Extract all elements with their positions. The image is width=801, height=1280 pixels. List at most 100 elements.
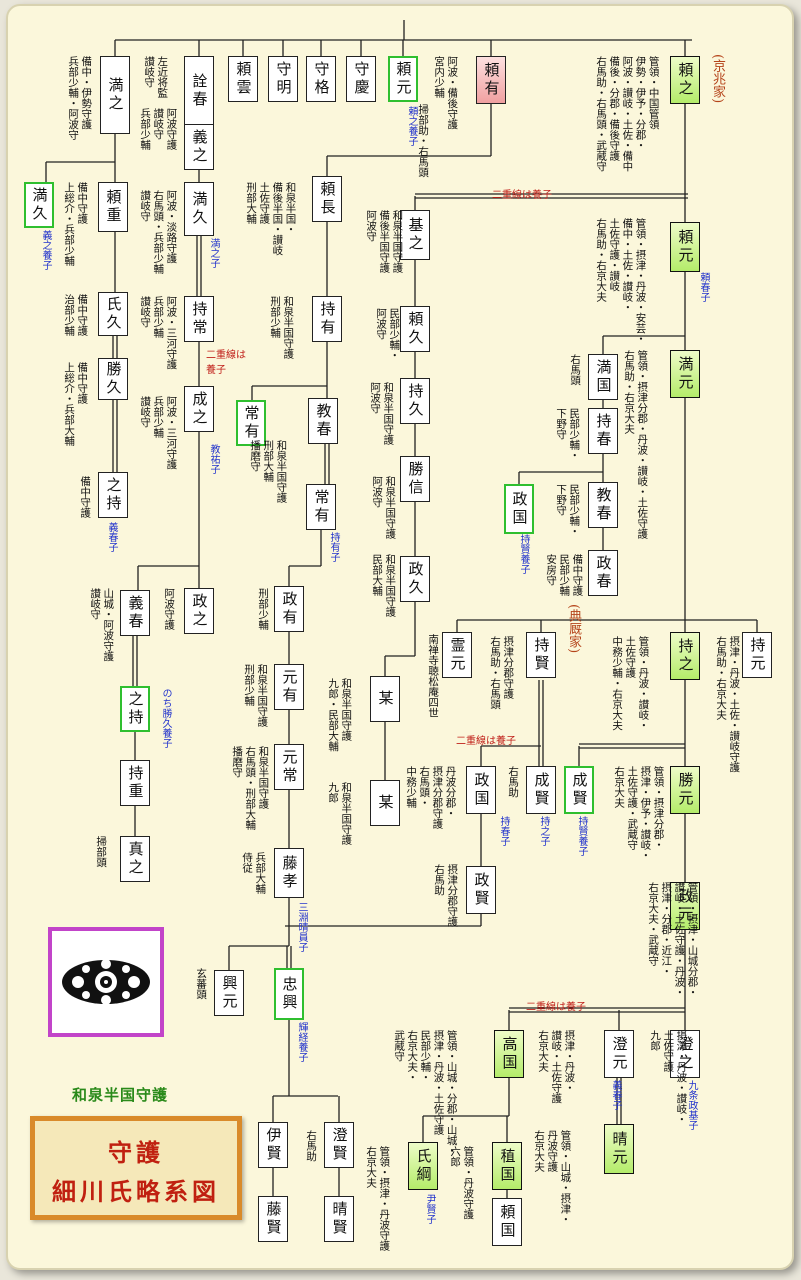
adoption-note: 持賢養子 (576, 816, 587, 856)
office-note: 阿波守護 讃岐守 兵部少輔 (139, 108, 178, 150)
office-note: 阿波・淡路守護 右馬頭・兵部少輔 讃岐守 (139, 190, 178, 274)
person-box: 持重 (120, 760, 150, 806)
person-box: 政国 (504, 484, 534, 534)
person-box: 基之 (400, 210, 430, 260)
office-note: 備中守護 上総介・兵部大輔 (63, 362, 89, 446)
office-note: 左近将監 讃岐守 (143, 56, 169, 98)
person-box: 頼元 (388, 56, 418, 102)
person-box: 頼有 (476, 56, 506, 104)
office-note: 管領・山城・分郡・山城・ 摂津・丹波・土佐守護 民部少輔・ 右京大夫・ 武蔵守 (393, 1030, 458, 1156)
person-box: 勝元 (670, 766, 700, 814)
person-box: 持之 (670, 632, 700, 680)
office-note: 和泉半国守護 九郎 (327, 782, 353, 845)
office-note: 玄蕃頭 (195, 968, 208, 1000)
person-box: 氏久 (98, 292, 128, 336)
person-box: 政賢 (466, 866, 496, 914)
person-box: 政春 (588, 550, 618, 596)
person-box: 持有 (312, 296, 342, 342)
office-note: 山城・阿波守護 讃岐守 (89, 588, 115, 662)
office-note: 摂津・丹波・土佐・讃岐守護 右馬助・右京大夫 (715, 636, 741, 773)
person-box: 忠興 (274, 968, 304, 1020)
house-label-tenkyu: (典厩家) (566, 604, 581, 654)
adoption-note: 持賢養子 (518, 534, 529, 574)
person-box: 勝信 (400, 456, 430, 502)
adoption-note: 義春子 (106, 522, 117, 552)
person-box: 晴賢 (324, 1196, 354, 1242)
person-box: 満久 (24, 182, 54, 228)
office-note: 和泉半国守護 民部大輔 (371, 554, 397, 617)
subtitle: 和泉半国守護 (72, 1086, 169, 1104)
office-note: 管領・丹波守護 六郎 (449, 1146, 475, 1220)
adoption-note: 九条政基子 (686, 1080, 697, 1130)
double-line-note: 二重線は養子 (526, 1002, 586, 1013)
office-note: 掃部助・右馬頭 (417, 104, 430, 178)
office-note: 管領・摂津・丹波守護 右京大夫 (365, 1146, 391, 1251)
adoption-note: 尹賢子 (424, 1194, 435, 1224)
person-box: 満元 (670, 350, 700, 398)
person-box: 成賢 (564, 766, 594, 814)
office-note: 民部少輔・ 下野守 (555, 408, 581, 461)
crest-emblem (48, 927, 164, 1037)
adoption-note: 頼之養子 (406, 106, 417, 146)
person-box: 常有 (236, 400, 266, 446)
person-box: 藤賢 (258, 1196, 288, 1242)
person-box: 政有 (274, 586, 304, 632)
person-box: 持元 (742, 632, 772, 678)
office-note: 阿波・三河守護 兵部少輔 讃岐守 (139, 296, 178, 370)
adoption-note: 持之子 (538, 816, 549, 846)
person-box: 義春 (120, 590, 150, 636)
office-note: 管領・中国管領 伊勢・伊予・分郡・ 阿波・讃岐・土佐・備中 備後・分郡・備後守護… (595, 56, 660, 172)
office-note: 兵部大輔 侍従 (241, 852, 267, 894)
person-box: 守格 (306, 56, 336, 102)
office-note: 摂津分郡守護 右馬助・右馬頭 (489, 636, 515, 710)
title-line-1: 守護 (108, 1138, 164, 1167)
person-box: 教春 (588, 482, 618, 528)
office-note: 右馬助 (507, 766, 520, 798)
person-box: 満久 (184, 182, 214, 236)
person-box: 興元 (214, 970, 244, 1016)
office-note: 右馬助 (305, 1130, 318, 1162)
office-note: 管領・丹波・讃岐・ 土佐守護 中務少輔・右京大夫 (611, 636, 650, 731)
office-note: 備中・伊勢守護 兵部少輔・阿波守 (67, 56, 93, 140)
office-note: 掃部頭 (95, 836, 108, 868)
person-box: 之持 (120, 686, 150, 732)
adoption-note: のち勝久養子 (160, 688, 171, 748)
person-box: 満国 (588, 354, 618, 400)
title-line-2: 細川氏略系図 (52, 1177, 220, 1206)
adoption-note: 持有子 (328, 532, 339, 562)
office-note: 摂津分郡守護 右馬助 (433, 864, 459, 927)
office-note: 和泉半国守護 右馬頭・刑部大輔 播磨守 (231, 746, 270, 830)
person-box: 某 (370, 676, 400, 722)
person-box: 頼長 (312, 176, 342, 222)
office-note: 和泉半国・ 備後半国・讃岐 土佐守護 刑部大輔 (245, 182, 297, 256)
person-box: 持賢 (526, 632, 556, 678)
adoption-note: 義春子 (610, 1080, 621, 1110)
person-box: 之持 (98, 472, 128, 518)
adoption-note: 三淵晴員子 (296, 902, 307, 952)
office-note: 和泉半国守護 刑部少輔 (243, 664, 269, 727)
office-note: 阿波・三河守護 兵部少輔 讃岐守 (139, 396, 178, 470)
office-note: 管領・山城・摂津・ 丹波守護 右京大夫 (533, 1130, 572, 1225)
person-box: 伊賢 (258, 1122, 288, 1168)
office-note: 民部少輔・ 阿波守 (375, 308, 401, 361)
office-note: 和泉半国守護 九郎・民部大輔 (327, 678, 353, 752)
person-box: 某 (370, 780, 400, 826)
double-line-note: 二重線は養子 (492, 190, 552, 201)
office-note: 南禅寺聴松庵四世 (427, 634, 440, 718)
title-box: 守護 細川氏略系図 (30, 1116, 242, 1220)
adoption-note: 満之子 (208, 238, 219, 268)
person-box: 勝久 (98, 358, 128, 400)
person-box: 政之 (184, 588, 214, 634)
person-box: 満之 (100, 56, 130, 134)
person-box: 成賢 (526, 766, 556, 814)
person-box: 霊元 (442, 632, 472, 678)
person-box: 教春 (308, 398, 338, 444)
person-box: 政元 (670, 882, 700, 930)
adoption-note: 頼春子 (698, 272, 709, 302)
person-box: 頼重 (98, 182, 128, 232)
person-box: 晴元 (604, 1124, 634, 1174)
person-box: 守明 (268, 56, 298, 102)
office-note: 右馬頭 (569, 354, 582, 386)
person-box: 澄賢 (324, 1122, 354, 1168)
office-note: 管領・摂津分郡・丹波・讃岐・土佐守護 右馬助・右京大夫 (623, 350, 649, 539)
